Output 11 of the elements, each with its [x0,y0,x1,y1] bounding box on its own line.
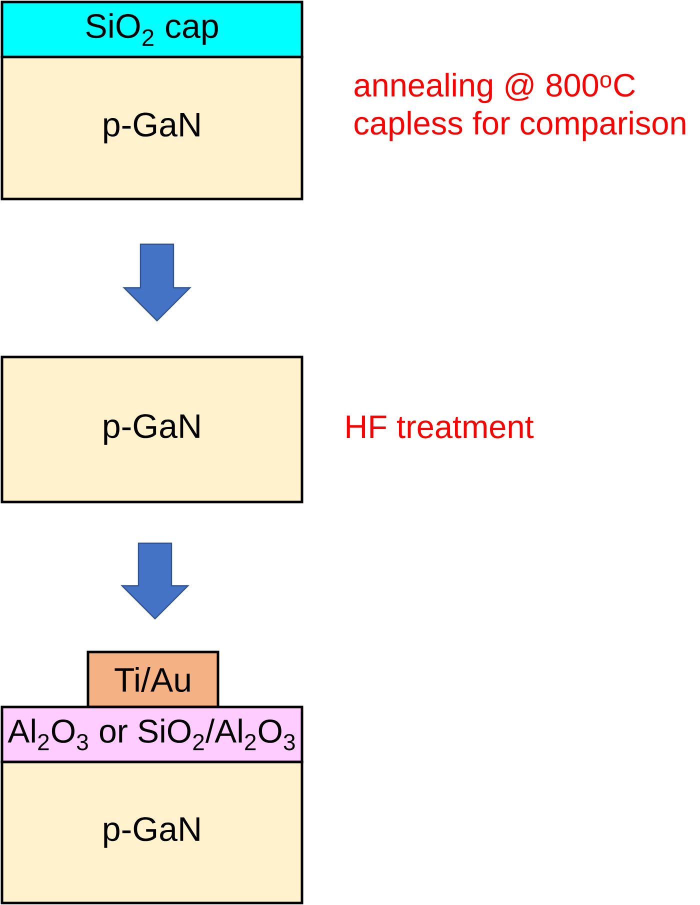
block-arrow [120,542,190,620]
layer-box: SiO$_{2}$ cap [0,0,304,58]
annotation-text: capless for comparison [354,110,686,142]
annotation-text: HF treatment [346,416,534,438]
layer-box: Al$_{2}$O$_{3}$ or SiO$_{2}$/Al$_{2}$O$_{3}$ [0,706,304,764]
layer-box: Ti/Au [86,650,220,708]
annotation-text: annealing @ 800$^{o}$C [354,72,635,104]
layer-box: p-GaN [0,56,304,200]
layer-box: p-GaN [0,356,304,504]
layer-box: p-GaN [0,760,304,904]
block-arrow [122,244,192,322]
